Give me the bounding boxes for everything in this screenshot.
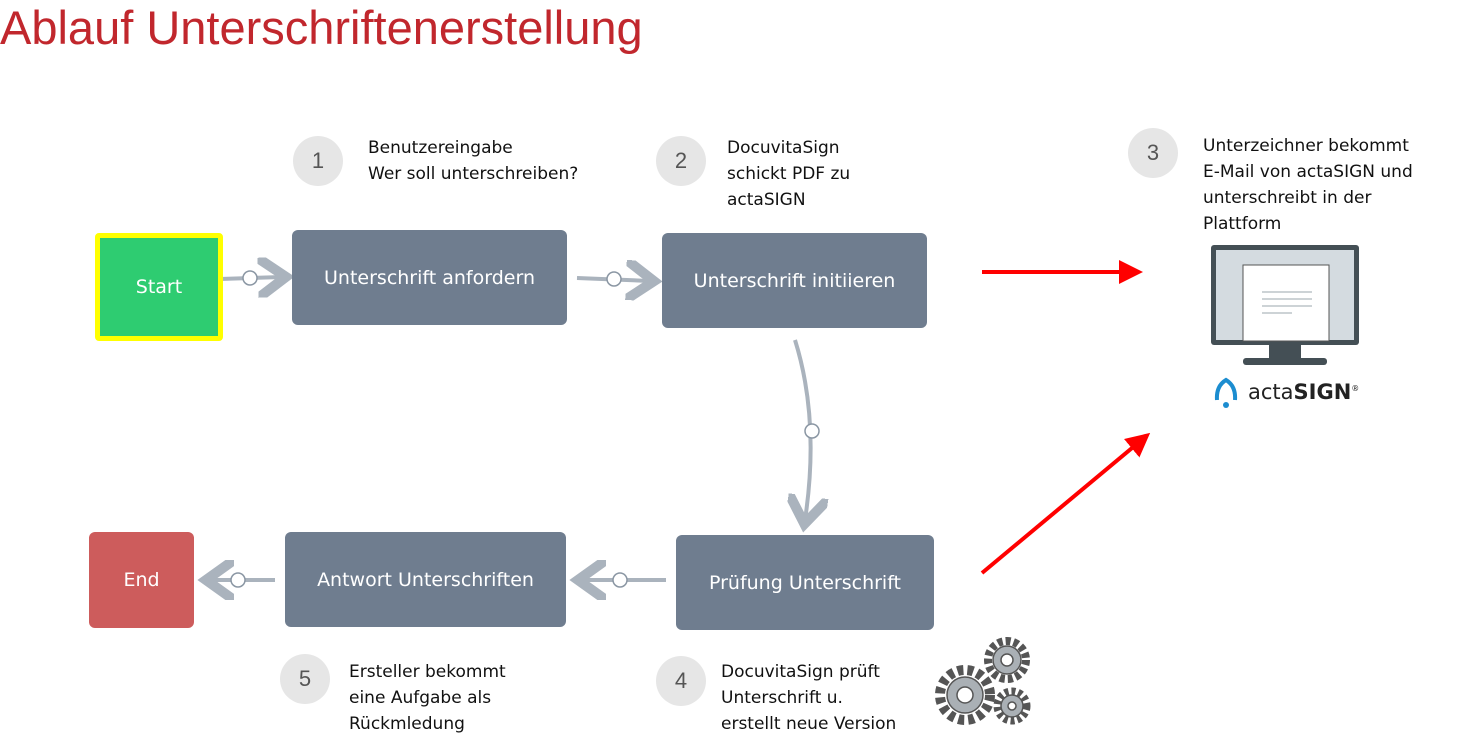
step-number-4: 4 [656, 656, 706, 706]
node-initiate-signature[interactable]: Unterschrift initiieren [662, 233, 927, 328]
page-title: Ablauf Unterschriftenerstellung [0, 1, 643, 54]
node-check-signature[interactable]: Prüfung Unterschrift [676, 535, 934, 630]
node-request-signature[interactable]: Unterschrift anfordern [292, 230, 567, 325]
step-number-5: 5 [280, 654, 330, 704]
step-number-2: 2 [656, 136, 706, 186]
step-number-1: 1 [293, 136, 343, 186]
step-text-1: Benutzereingabe Wer soll unterschreiben? [368, 138, 579, 184]
step-text-4: DocuvitaSign prüft Unterschrift u. erste… [721, 662, 897, 734]
node-end[interactable]: End [89, 532, 194, 628]
step-text-2: DocuvitaSign schickt PDF zu actaSIGN [727, 138, 851, 210]
monitor-icon [1211, 245, 1359, 365]
node-start[interactable]: Start [95, 233, 223, 341]
gears-icon [935, 637, 1031, 725]
actasign-logo: actaSIGN® [1248, 380, 1360, 404]
step-text-3: Unterzeichner bekommt E-Mail von actaSIG… [1203, 136, 1413, 234]
node-answer-signatures[interactable]: Antwort Unterschriften [285, 532, 566, 627]
step-text-5: Ersteller bekommt eine Aufgabe als Rückm… [349, 662, 506, 734]
step-number-3: 3 [1128, 128, 1178, 178]
actasign-logo-icon [1214, 377, 1238, 401]
red-arrow-from-actasign [980, 432, 1151, 575]
